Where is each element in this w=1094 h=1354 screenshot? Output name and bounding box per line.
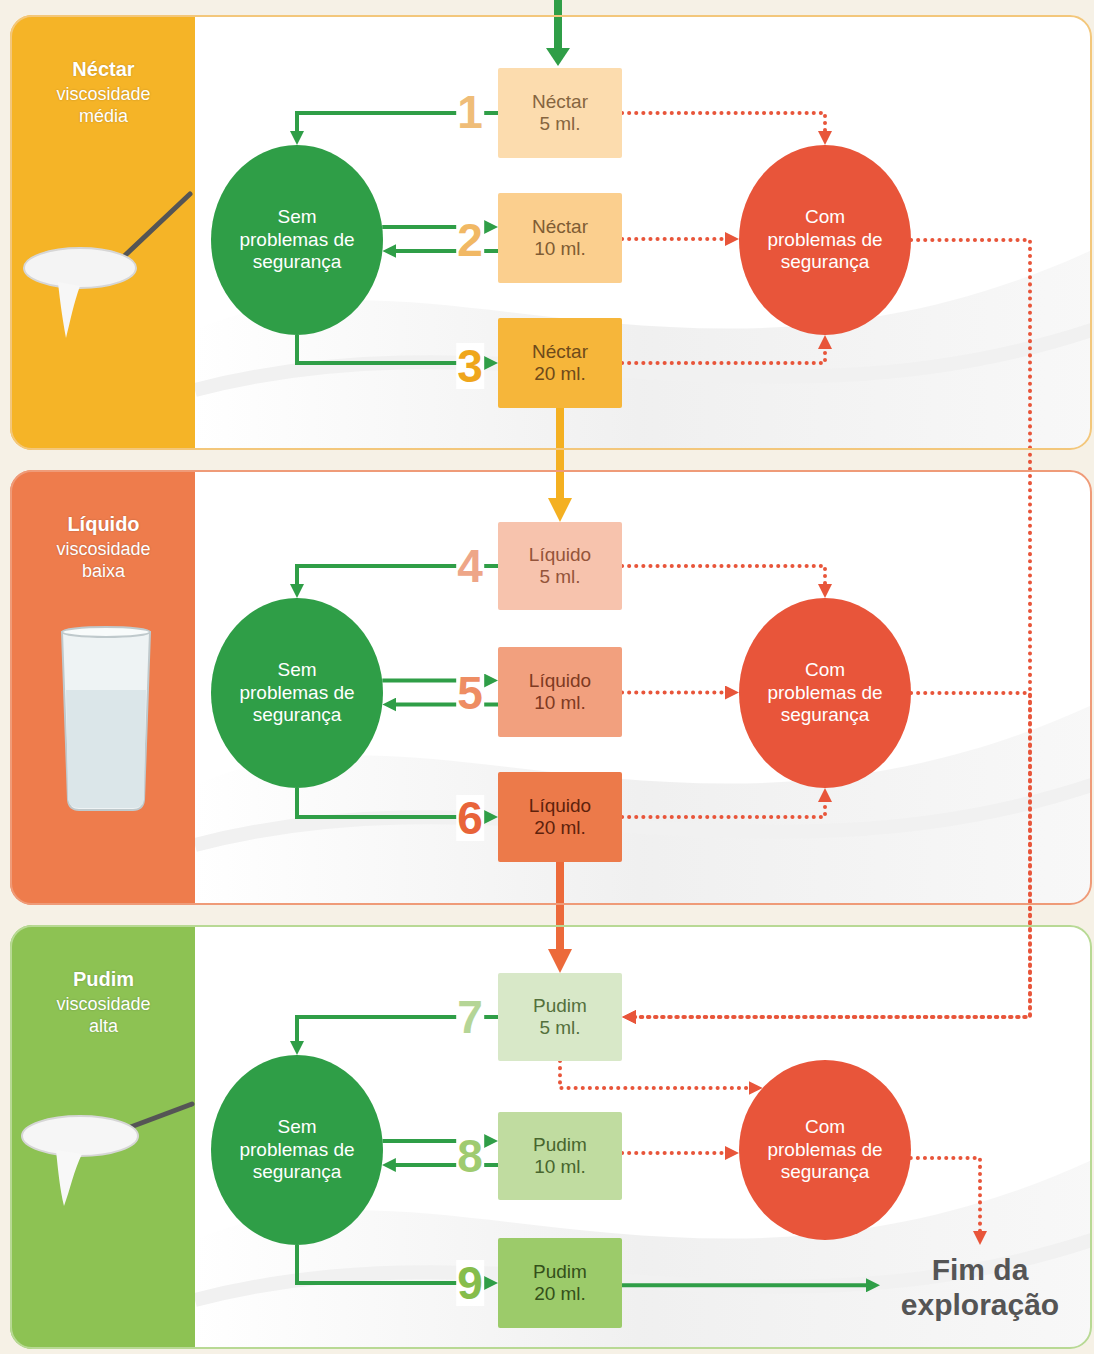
viscosity-band: Líquidoviscosidade baixa Líquido 5 ml. Sem…: [10, 470, 1092, 905]
band-subtitle: viscosidade baixa: [44, 539, 164, 582]
status-ellipse: Sem problemas de segurança: [211, 1055, 383, 1245]
band-heading: Líquidoviscosidade baixa: [12, 512, 195, 582]
step-box: Pudim 10 ml.: [498, 1112, 622, 1200]
callout-number: 3: [456, 343, 484, 389]
callout-number: 8: [456, 1133, 484, 1179]
connector: [622, 345, 825, 363]
step-box: Néctar 20 ml.: [498, 318, 622, 408]
status-ellipse: Sem problemas de segurança: [211, 145, 383, 335]
step-box: Líquido 10 ml.: [498, 647, 622, 737]
spoon-illustration: [24, 194, 190, 338]
status-ellipse: Com problemas de segurança: [739, 598, 911, 788]
entry-arrow: [546, 0, 570, 66]
box-label: Líquido 5 ml.: [526, 544, 594, 588]
step-box: Pudim 20 ml.: [498, 1238, 622, 1328]
connector: [556, 408, 564, 504]
connector: [622, 691, 729, 695]
connector: [622, 798, 825, 817]
spoon-illustration: [22, 1104, 192, 1206]
band-ground: [10, 470, 1092, 905]
callout-number: 6: [456, 795, 484, 841]
viscosity-band: Pudimviscosidade alta Pudim 5 ml. Sem prob…: [10, 925, 1092, 1349]
ellipse-label: Sem problemas de segurança: [231, 1116, 363, 1184]
band-ground: [10, 925, 1092, 1349]
band-subtitle: viscosidade alta: [44, 994, 164, 1037]
connector: [632, 240, 1030, 1017]
ellipse-label: Sem problemas de segurança: [231, 659, 363, 727]
status-ellipse: Sem problemas de segurança: [211, 598, 383, 788]
box-label: Líquido 20 ml.: [526, 795, 594, 839]
ellipse-label: Com problemas de segurança: [759, 1116, 891, 1184]
box-label: Líquido 10 ml.: [526, 670, 594, 714]
ellipse-label: Sem problemas de segurança: [231, 206, 363, 274]
band-heading: Néctarviscosidade média: [12, 57, 195, 127]
connector: [622, 113, 825, 135]
box-label: Néctar 10 ml.: [526, 216, 594, 260]
step-box: Líquido 20 ml.: [498, 772, 622, 862]
end-label: Fim da exploração: [880, 1253, 1080, 1322]
band-heading: Pudimviscosidade alta: [12, 967, 195, 1037]
step-box: Néctar 5 ml.: [498, 68, 622, 158]
box-label: Pudim 20 ml.: [526, 1261, 594, 1305]
callout-number: 9: [456, 1260, 484, 1306]
status-ellipse: Com problemas de segurança: [739, 145, 911, 335]
band-title: Líquido: [12, 512, 195, 537]
glass-illustration: [62, 627, 150, 810]
box-label: Pudim 10 ml.: [526, 1134, 594, 1178]
callout-number: 7: [456, 994, 484, 1040]
viscosity-band: Néctarviscosidade média Néctar 5 ml. Sem p…: [10, 15, 1092, 450]
connector: [556, 862, 564, 955]
end-node: Fim da exploração: [880, 1245, 1080, 1330]
connector: [622, 237, 729, 241]
box-label: Néctar 5 ml.: [526, 91, 594, 135]
connector: [622, 566, 825, 588]
box-label: Néctar 20 ml.: [526, 341, 594, 385]
callout-number: 2: [456, 217, 484, 263]
callout-number: 5: [456, 670, 484, 716]
box-label: Pudim 5 ml.: [526, 995, 594, 1039]
band-title: Pudim: [12, 967, 195, 992]
ellipse-label: Com problemas de segurança: [759, 206, 891, 274]
callout-number: 4: [456, 543, 484, 589]
connector: [622, 1283, 870, 1287]
connector: [911, 1158, 980, 1235]
band-title: Néctar: [12, 57, 195, 82]
band-subtitle: viscosidade média: [44, 84, 164, 127]
status-ellipse: Com problemas de segurança: [739, 1060, 911, 1240]
step-box: Pudim 5 ml.: [498, 973, 622, 1061]
connector: [560, 1061, 753, 1088]
band-ground: [10, 15, 1092, 450]
step-box: Líquido 5 ml.: [498, 522, 622, 610]
callout-number: 1: [456, 89, 484, 135]
ellipse-label: Com problemas de segurança: [759, 659, 891, 727]
connector: [622, 1151, 729, 1155]
step-box: Néctar 10 ml.: [498, 193, 622, 283]
